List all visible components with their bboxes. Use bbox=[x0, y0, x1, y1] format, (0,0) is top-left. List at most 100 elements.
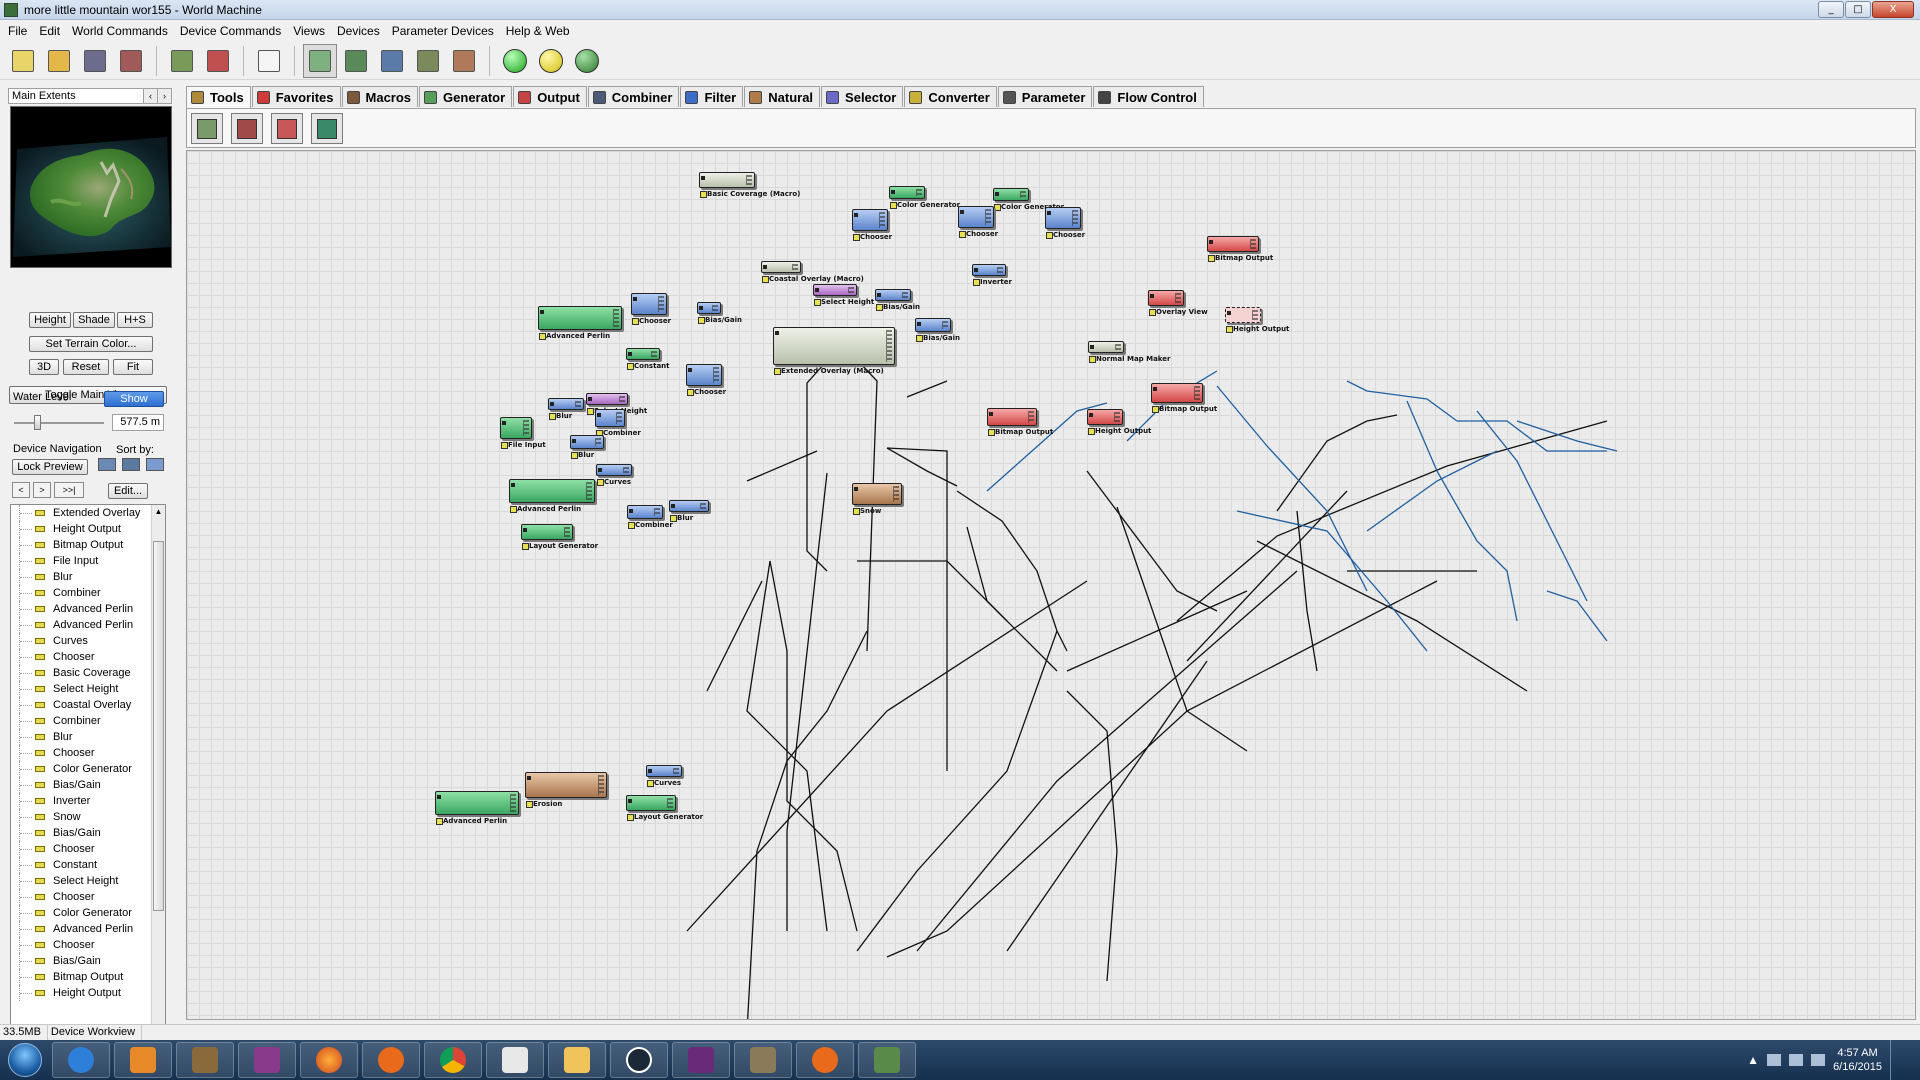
device-node[interactable] bbox=[915, 318, 951, 332]
build-preview-button[interactable] bbox=[534, 44, 568, 78]
device-list-item[interactable]: Advanced Perlin bbox=[11, 601, 165, 617]
layout-tool-button[interactable] bbox=[191, 113, 223, 144]
device-list-item[interactable]: Chooser bbox=[11, 841, 165, 857]
3d-preview-button[interactable]: 3D bbox=[29, 359, 59, 375]
device-node[interactable] bbox=[627, 505, 663, 519]
menu-file[interactable]: File bbox=[8, 24, 28, 38]
device-node[interactable] bbox=[646, 765, 682, 777]
taskbar-node-app-2[interactable] bbox=[796, 1042, 854, 1078]
input-port[interactable] bbox=[974, 268, 978, 272]
input-port[interactable] bbox=[1153, 387, 1157, 391]
input-port[interactable] bbox=[1150, 294, 1154, 298]
water-show-button[interactable]: Show bbox=[104, 391, 164, 407]
taskbar-document-app[interactable] bbox=[486, 1042, 544, 1078]
texture-view-button[interactable] bbox=[447, 44, 481, 78]
nav-next-button[interactable]: > bbox=[33, 482, 51, 498]
show-hidden-icons-arrow[interactable]: ▲ bbox=[1747, 1053, 1760, 1067]
device-node[interactable] bbox=[1045, 207, 1081, 229]
reset-preview-button[interactable]: Reset bbox=[63, 359, 109, 375]
input-port[interactable] bbox=[854, 213, 858, 217]
show-desktop-button[interactable] bbox=[1890, 1040, 1900, 1080]
tab-output[interactable]: Output bbox=[513, 86, 587, 107]
scroll-up-arrow[interactable]: ▲ bbox=[154, 507, 163, 516]
tab-natural[interactable]: Natural bbox=[744, 86, 821, 107]
device-node[interactable] bbox=[875, 289, 911, 301]
device-node[interactable] bbox=[699, 172, 755, 188]
tab-flow-control[interactable]: Flow Control bbox=[1093, 86, 1204, 107]
device-list-item[interactable]: Select Height bbox=[11, 873, 165, 889]
menu-views[interactable]: Views bbox=[293, 24, 326, 38]
input-port[interactable] bbox=[877, 293, 881, 297]
maximize-button[interactable]: □ bbox=[1845, 1, 1871, 18]
device-node[interactable] bbox=[773, 327, 895, 365]
device-list-item[interactable]: Combiner bbox=[11, 585, 165, 601]
sort-graph-icon[interactable] bbox=[146, 458, 164, 471]
fit-preview-button[interactable]: Fit bbox=[113, 359, 153, 375]
device-list-item[interactable]: Bias/Gain bbox=[11, 825, 165, 841]
device-node[interactable] bbox=[570, 435, 604, 449]
taskbar-node-app[interactable] bbox=[362, 1042, 420, 1078]
menu-device-commands[interactable]: Device Commands bbox=[179, 24, 282, 38]
tab-generator[interactable]: Generator bbox=[419, 86, 513, 107]
input-port[interactable] bbox=[917, 322, 921, 326]
device-list-item[interactable]: Extended Overlay bbox=[11, 505, 165, 521]
world-properties-button[interactable] bbox=[114, 44, 148, 78]
device-node[interactable] bbox=[993, 188, 1029, 201]
taskbar-game-app[interactable] bbox=[176, 1042, 234, 1078]
sort-list-icon[interactable] bbox=[98, 458, 116, 471]
device-node[interactable] bbox=[521, 524, 573, 540]
device-list-item[interactable]: Bias/Gain bbox=[11, 953, 165, 969]
input-port[interactable] bbox=[588, 397, 592, 401]
device-list-item[interactable]: Bitmap Output bbox=[11, 537, 165, 553]
device-node[interactable] bbox=[987, 408, 1037, 426]
system-clock[interactable]: 4:57 AM 6/16/2015 bbox=[1833, 1046, 1882, 1074]
view-height-shade-button[interactable]: H+S bbox=[117, 312, 153, 328]
menu-parameter-devices[interactable]: Parameter Devices bbox=[391, 24, 494, 38]
input-port[interactable] bbox=[550, 402, 554, 406]
view-shade-button[interactable]: Shade bbox=[73, 312, 115, 328]
device-node[interactable] bbox=[626, 348, 660, 360]
save-world-button[interactable] bbox=[78, 44, 112, 78]
taskbar-file-explorer[interactable] bbox=[548, 1042, 606, 1078]
set-terrain-color-button[interactable]: Set Terrain Color... bbox=[29, 336, 153, 352]
tab-combiner[interactable]: Combiner bbox=[587, 86, 680, 107]
view-height-button[interactable]: Height bbox=[29, 312, 71, 328]
device-node[interactable] bbox=[538, 306, 622, 330]
device-node[interactable] bbox=[525, 772, 607, 798]
input-port[interactable] bbox=[628, 352, 632, 356]
input-port[interactable] bbox=[540, 310, 544, 314]
water-level-input[interactable]: 577.5 m bbox=[112, 414, 164, 431]
input-port[interactable] bbox=[891, 190, 895, 194]
device-list-item[interactable]: Bias/Gain bbox=[11, 777, 165, 793]
device-list-item[interactable]: Chooser bbox=[11, 889, 165, 905]
taskbar-media-player[interactable] bbox=[114, 1042, 172, 1078]
device-list-item[interactable]: Chooser bbox=[11, 649, 165, 665]
build-world-button[interactable] bbox=[498, 44, 532, 78]
input-port[interactable] bbox=[628, 799, 632, 803]
device-node[interactable] bbox=[686, 364, 722, 386]
start-button[interactable] bbox=[0, 1040, 50, 1080]
globe-view-button[interactable] bbox=[375, 44, 409, 78]
input-port[interactable] bbox=[633, 297, 637, 301]
3d-view-button[interactable] bbox=[411, 44, 445, 78]
close-button[interactable]: X bbox=[1872, 1, 1914, 18]
device-list-item[interactable]: Select Height bbox=[11, 681, 165, 697]
tab-macros[interactable]: Macros bbox=[341, 86, 419, 107]
input-port[interactable] bbox=[502, 421, 506, 425]
network-icon[interactable] bbox=[1789, 1054, 1804, 1066]
taskbar-gimp[interactable] bbox=[734, 1042, 792, 1078]
device-list-item[interactable]: Inverter bbox=[11, 793, 165, 809]
input-port[interactable] bbox=[775, 331, 779, 335]
device-node[interactable] bbox=[761, 261, 801, 273]
device-list-item[interactable]: Height Output bbox=[11, 521, 165, 537]
device-list-item[interactable]: Bitmap Output bbox=[11, 969, 165, 985]
input-port[interactable] bbox=[688, 368, 692, 372]
taskbar-world-machine[interactable] bbox=[858, 1042, 916, 1078]
device-node[interactable] bbox=[586, 393, 628, 405]
device-list-item[interactable]: Snow bbox=[11, 809, 165, 825]
menu-world-commands[interactable]: World Commands bbox=[72, 24, 168, 38]
input-port[interactable] bbox=[699, 306, 703, 310]
export-button[interactable] bbox=[165, 44, 199, 78]
